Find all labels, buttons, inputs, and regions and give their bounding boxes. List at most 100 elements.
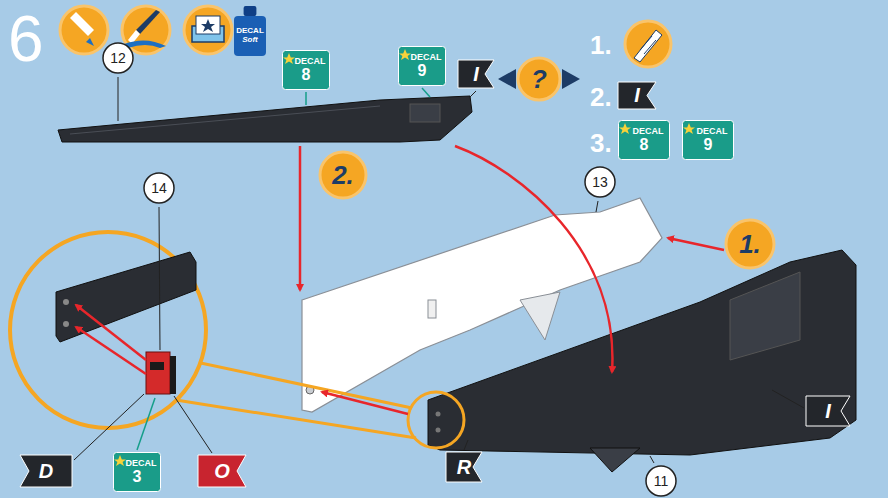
decal-badge: DECAL8: [618, 120, 670, 160]
decal-badge: DECAL9: [682, 120, 734, 160]
decal-ground: [283, 51, 330, 90]
decal-leader: [422, 88, 430, 97]
flag-shape: [806, 396, 850, 426]
text-group: O: [214, 460, 230, 483]
leader-line: [772, 390, 804, 408]
text-group: DECAL3: [118, 458, 157, 486]
list-number: 3.: [590, 128, 612, 159]
decal-star: [201, 19, 215, 32]
step-number: 6: [8, 2, 44, 76]
bottle-cap: [244, 6, 257, 16]
assembly-arrow: [668, 238, 724, 250]
part-12: [58, 96, 472, 142]
decal-soft-bottle: DECALSoft: [234, 6, 266, 56]
node-content: 12: [102, 42, 134, 74]
step-badge: 1.: [724, 218, 776, 270]
node-content: 2.: [318, 150, 368, 200]
decal-star: [114, 455, 126, 466]
node-text: 2.: [332, 160, 354, 191]
node-text: DECAL: [236, 26, 264, 35]
part-11-panel: [730, 272, 800, 360]
decal-badge: DECAL8: [282, 50, 330, 90]
list-number: 2.: [590, 82, 612, 113]
part-13-pin: [428, 300, 436, 318]
glue-drop: [86, 38, 94, 46]
zoom-source: [408, 392, 464, 448]
leader-line: [159, 207, 160, 350]
brush-handle: [136, 10, 160, 34]
flag-shape: [446, 452, 482, 482]
file-icon: [625, 21, 671, 67]
node-content: 11: [645, 465, 677, 497]
node-text: 8: [302, 66, 311, 84]
decal-ground: [114, 453, 161, 492]
file-teeth: [640, 36, 656, 54]
node-text: 9: [704, 136, 713, 154]
node-text: 11: [654, 473, 669, 489]
node-text: 1.: [739, 229, 761, 260]
text-group: I: [825, 400, 831, 423]
decal-star: [619, 123, 631, 134]
callout-circle: [103, 43, 133, 73]
tool-icons: [60, 6, 232, 54]
node-content: DECAL9: [398, 46, 446, 86]
part-11: [428, 250, 856, 455]
node-content: 14: [143, 172, 175, 204]
decal-badge: DECAL3: [113, 452, 161, 492]
callout-circle: [144, 173, 174, 203]
node-content: I: [618, 82, 656, 109]
decal-star: [683, 123, 695, 134]
glue-tube: [70, 12, 94, 36]
arrow-left: [498, 69, 516, 89]
node-content: I: [806, 396, 850, 426]
leader-line: [650, 456, 654, 463]
file-blade: [634, 30, 662, 62]
node-content: 1.: [724, 218, 776, 270]
node-text: DECAL: [633, 126, 664, 136]
node-text: 13: [592, 174, 608, 190]
step-badge: ?: [516, 56, 562, 102]
decal-star: [399, 49, 411, 60]
node-text: I: [473, 63, 479, 86]
step-circle: [320, 152, 366, 198]
decal-leader: [137, 398, 155, 450]
text-group: DECAL9: [689, 126, 728, 154]
list-number: 1.: [590, 30, 612, 61]
text-group: ?: [531, 64, 547, 95]
flag-shape: [618, 82, 656, 109]
step-circle: [726, 220, 774, 268]
node-content: ?: [516, 56, 562, 102]
node-text: R: [457, 456, 471, 479]
flag-shape: [458, 60, 494, 88]
zoom-line: [196, 362, 412, 408]
node-content: DECAL8: [618, 120, 670, 160]
decal-sheet: [196, 16, 220, 34]
text-group: DECALSoft: [236, 18, 264, 44]
node-text: 14: [151, 180, 167, 196]
text-group: D: [39, 460, 53, 483]
leader-line: [118, 77, 119, 121]
node-text: I: [825, 400, 831, 423]
text-group: 2.: [332, 160, 354, 191]
part-14-side: [170, 356, 176, 394]
decal-leader: [305, 92, 307, 105]
part-13-fin: [520, 292, 560, 340]
node-content: D: [20, 455, 72, 487]
node-content: DECAL9: [682, 120, 734, 160]
callout-circle: [585, 167, 615, 197]
text-group: 13: [592, 174, 608, 190]
leader-line: [174, 396, 212, 453]
node-text: I: [634, 84, 640, 107]
flag-shape: [20, 455, 72, 487]
assembly-arrows: [76, 146, 724, 414]
zoom-hole: [63, 299, 69, 305]
leader-lines: [74, 77, 804, 463]
node-text: 8: [640, 136, 649, 154]
callout-number: 11: [645, 465, 677, 497]
node-content: 13: [584, 166, 616, 198]
step-circle: [518, 58, 560, 100]
part-flag: I: [618, 82, 656, 109]
decal-ground: [619, 121, 670, 160]
node-content: R: [446, 452, 482, 482]
text-group: DECAL8: [287, 56, 326, 84]
